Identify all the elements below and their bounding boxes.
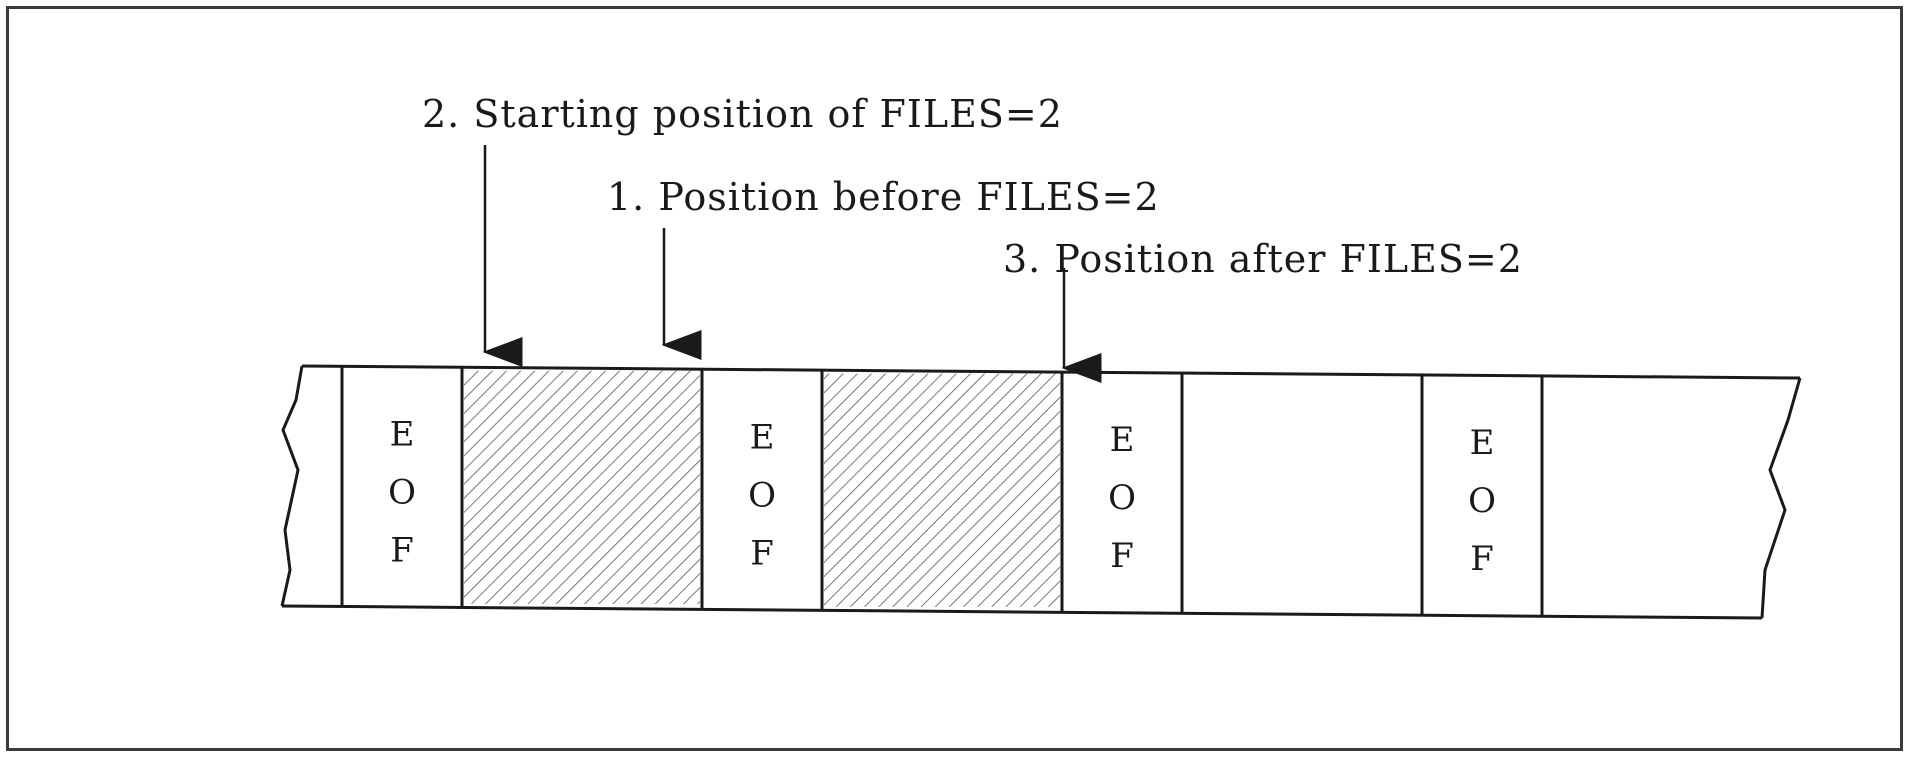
- eof-letter: F: [1110, 536, 1134, 576]
- annotation-starting-position: 2. Starting position of FILES=2: [422, 92, 1063, 136]
- tape-right-torn-edge: [1760, 377, 1802, 619]
- annotation-text: Position before FILES=2: [658, 175, 1160, 219]
- annotation-text: Starting position of FILES=2: [473, 92, 1063, 136]
- eof-letter: E: [750, 417, 775, 457]
- annotation-position-after: 3. Position after FILES=2: [1003, 237, 1523, 281]
- eof-letter: O: [1108, 478, 1136, 518]
- eof-letter: O: [1468, 481, 1496, 521]
- annotation-position-before: 1. Position before FILES=2: [607, 175, 1160, 219]
- annotation-number: 1.: [607, 175, 646, 219]
- eof-letter: F: [390, 530, 414, 570]
- tape-left-torn-edge: [280, 365, 304, 607]
- annotation-text: Position after FILES=2: [1054, 237, 1523, 281]
- annotation-number: 2.: [422, 92, 461, 136]
- diagram-frame: [6, 6, 1903, 751]
- eof-letter: E: [1110, 420, 1135, 460]
- hatched-file-segment: [824, 373, 1060, 607]
- tape-top-edge: [301, 364, 1801, 380]
- eof-letter: O: [388, 472, 416, 512]
- eof-letter: O: [748, 475, 776, 515]
- hatched-file-segment: [464, 370, 700, 604]
- annotation-number: 3.: [1003, 237, 1042, 281]
- eof-letter: E: [1470, 423, 1495, 463]
- eof-letter: F: [1470, 539, 1494, 579]
- eof-letter: F: [750, 533, 774, 573]
- tape-bottom-edge: [281, 604, 1763, 620]
- eof-letter: E: [390, 414, 415, 454]
